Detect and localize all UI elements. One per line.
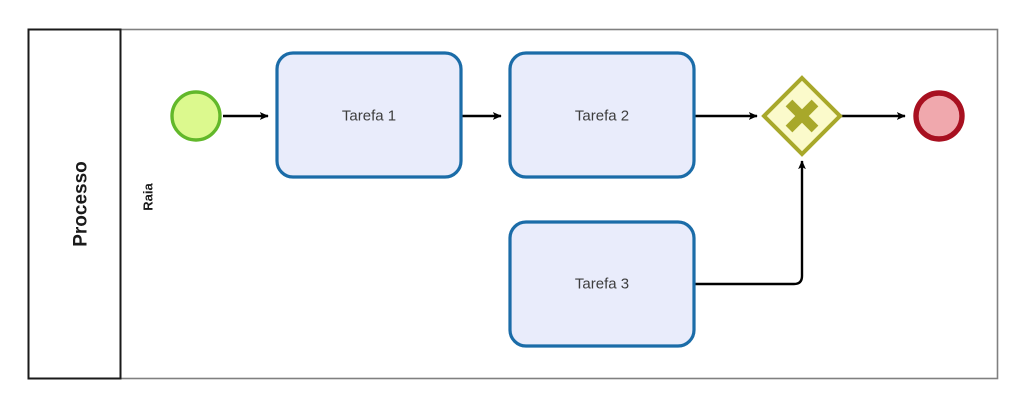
task-tarefa-1-shape[interactable] bbox=[275, 51, 463, 179]
end-event[interactable] bbox=[913, 90, 965, 142]
sequence-flows bbox=[223, 112, 906, 286]
task-tarefa-3[interactable]: Tarefa 3 bbox=[508, 220, 696, 348]
task-tarefa-3-label: Tarefa 3 bbox=[575, 276, 629, 293]
task-tarefa-1[interactable]: Tarefa 1 bbox=[275, 51, 463, 179]
exclusive-gateway[interactable] bbox=[761, 75, 843, 157]
task-tarefa-1-label: Tarefa 1 bbox=[342, 108, 396, 125]
pool-header-column[interactable] bbox=[27, 28, 122, 380]
gateway-x-icon bbox=[785, 99, 819, 133]
flow-task3-to-gateway[interactable] bbox=[694, 160, 806, 286]
task-tarefa-2[interactable]: Tarefa 2 bbox=[508, 51, 696, 179]
lane-title-raia: Raia bbox=[141, 183, 156, 211]
end-event-circle[interactable] bbox=[913, 90, 965, 142]
task-tarefa-2-label: Tarefa 2 bbox=[575, 108, 629, 125]
task-tarefa-3-shape[interactable] bbox=[508, 220, 696, 348]
pool-title: Processo bbox=[71, 161, 92, 247]
start-event[interactable] bbox=[170, 90, 222, 142]
task-tarefa-2-shape[interactable] bbox=[508, 51, 696, 179]
start-event-circle[interactable] bbox=[170, 90, 222, 142]
